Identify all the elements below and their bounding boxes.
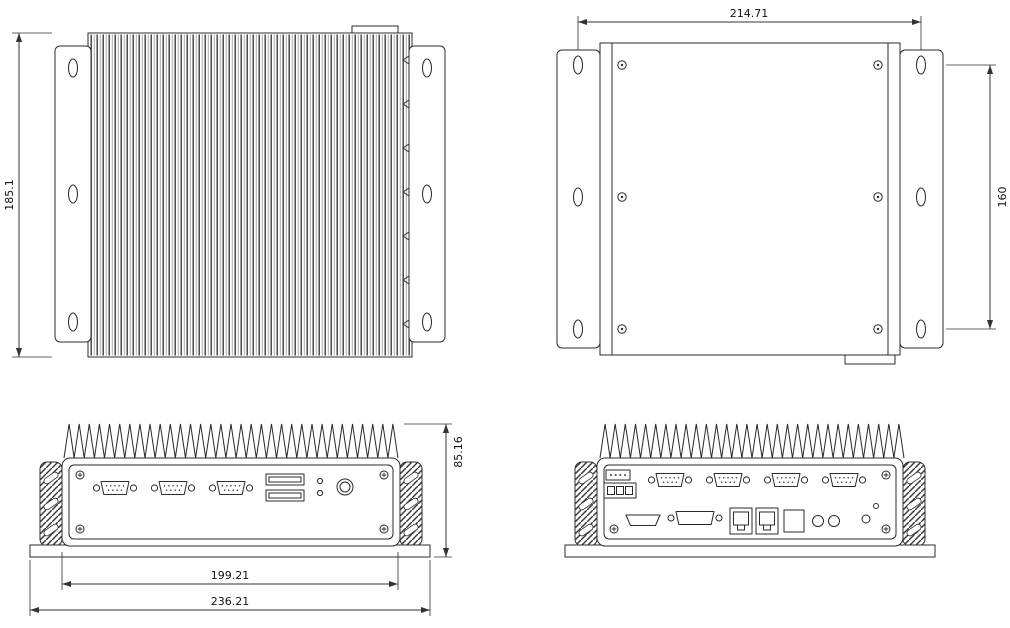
corner-screw [379,524,389,534]
expansion-slot [783,509,805,533]
bracket-slot [422,58,432,78]
lan-port [755,507,779,535]
bracket-slot [422,184,432,204]
front-body [61,457,401,547]
antenna-hole [812,515,824,527]
front-view: 85.16 199.21 236.21 [29,423,465,616]
bracket-slot [68,312,78,332]
power-terminal [603,482,637,499]
bracket-slot [573,187,583,207]
side-wing-right [902,461,926,547]
corner-screw [881,470,891,480]
front-panel [68,464,394,540]
heatsink-fin-profile [599,423,905,459]
antenna-hole [828,515,840,527]
led-indicator [316,477,324,485]
bracket-slot [573,319,583,339]
bracket-slot [573,55,583,75]
led-indicator [873,503,879,509]
dimension-overall-width-label: 236.21 [211,595,250,608]
dimension-body-width: 199.21 [61,552,399,590]
mounting-bracket-right [408,45,446,343]
reset-hole [861,514,871,524]
bottom-plate [599,42,901,356]
dimension-body-width-label: 199.21 [211,569,250,582]
chassis-base-flange [564,544,936,558]
screw-hole [873,60,883,70]
mounting-bracket-left [556,49,601,349]
dimension-overall-width: 236.21 [29,560,431,616]
screw-hole [873,192,883,202]
hdmi-port [625,514,661,526]
screw-hole [617,60,627,70]
fin-notches [402,55,410,329]
dimension-mount-span-width-label: 214.71 [730,7,769,20]
mounting-bracket-right [899,49,944,349]
dimension-depth: 185.1 [3,32,52,358]
chassis-base-flange [29,544,431,558]
lan-port [729,507,753,535]
corner-screw [75,524,85,534]
rear-view [564,423,936,558]
side-wing-right [399,461,423,547]
heatsink-fin-profile [63,423,399,459]
power-button [336,478,354,496]
screw-hole [873,324,883,334]
dimension-height: 85.16 [404,423,465,558]
led-indicator [316,489,324,497]
side-wing-left [39,461,63,547]
corner-screw [379,470,389,480]
bracket-slot [916,319,926,339]
dimension-height-label: 85.16 [452,436,465,468]
top-view: 185.1 [3,25,446,358]
dimension-depth-label: 185.1 [3,179,16,211]
corner-screw [75,470,85,480]
bracket-slot [422,312,432,332]
bracket-slot [916,55,926,75]
corner-screw [881,524,891,534]
dio-connector [605,469,631,481]
corner-screw [609,524,619,534]
mounting-bracket-left [54,45,92,343]
bracket-slot [916,187,926,207]
rear-panel [603,464,897,540]
dimension-mount-span-height-label: 160 [996,187,1009,208]
bracket-slot [68,58,78,78]
screw-hole [617,324,627,334]
bottom-view: 214.71 160 [556,7,1009,365]
screw-hole [617,192,627,202]
bracket-slot [68,184,78,204]
heatsink-fins [90,34,410,356]
dimension-mount-span-height: 160 [946,64,1009,330]
dimension-mount-span-width: 214.71 [577,7,922,56]
side-wing-left [574,461,598,547]
